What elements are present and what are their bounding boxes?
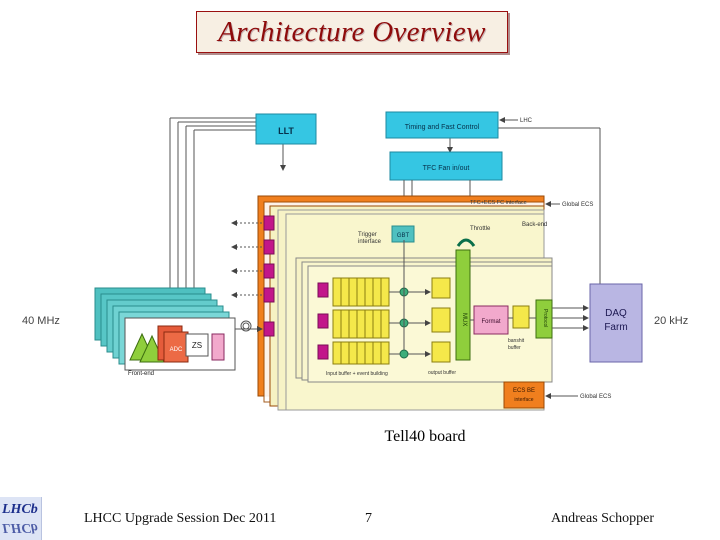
lhcb-logo: LHCb LHCb [0, 497, 42, 540]
global-ecs-bottom-label: Global ECS [580, 394, 611, 400]
timing-fast-control-block: Timing and Fast Control [385, 111, 499, 139]
global-ecs-top-label: Global ECS [562, 202, 593, 208]
tfc-ecs-fc-label: TFC+ECS FC interface [470, 200, 527, 206]
footer-page-number: 7 [365, 511, 372, 526]
timing-label: Timing and Fast Control [405, 124, 480, 131]
lhc-label: LHC [520, 118, 533, 124]
banshit-label-1: banshit [508, 338, 525, 344]
mux-label: MUX [461, 313, 467, 326]
gbt-block: GBT [391, 225, 415, 243]
trigger-interface-label-1: Trigger [358, 232, 377, 238]
input-buffer-label: Input buffer + event building [326, 371, 388, 377]
daq-label-1: DAQ [605, 308, 627, 319]
input-link-stubs [263, 215, 275, 337]
daq-label-2: Farm [604, 322, 627, 333]
llt-block: LLT [255, 113, 317, 145]
logo-text-bottom: LHCb [2, 520, 38, 535]
format-label: Format [481, 319, 500, 325]
adc-label: ADC [170, 347, 183, 353]
rate-out-label: 20 kHz [654, 315, 688, 327]
front-end-label: Front-end [128, 371, 154, 377]
front-end-boards: ADC ZS Front-end [94, 287, 236, 377]
daq-farm-block: DAQ Farm [589, 283, 643, 363]
ecs-be-label-2: interface [514, 397, 533, 403]
tfc-fan-label: TFC Fan in/out [423, 165, 470, 172]
ecs-be-interface-block: ECS BE interface [503, 381, 545, 409]
format-block: Format [473, 305, 509, 335]
output-buffer-label: output buffer [428, 370, 456, 376]
zs-label: ZS [192, 341, 202, 350]
footer-author: Andreas Schopper [551, 511, 655, 526]
back-end-label: Back-end [522, 222, 547, 228]
title-box: Architecture Overview [196, 11, 508, 53]
architecture-diagram: LLT Timing and Fast Control LHC TFC Fan … [22, 111, 688, 411]
footer-session: LHCC Upgrade Session Dec 2011 [84, 511, 277, 526]
tfc-fan-block: TFC Fan in/out [389, 151, 503, 181]
mux-block: MUX [455, 249, 471, 361]
protocol-block: Protocol [535, 299, 553, 339]
banshit-label-2: buffer [508, 345, 521, 351]
throttle-label: Throttle [470, 226, 491, 232]
llt-label: LLT [278, 126, 294, 136]
trigger-interface-label-2: interface [358, 239, 382, 245]
diagram-caption: Tell40 board [384, 428, 466, 445]
input-buffers [332, 277, 390, 365]
feedback-lines [169, 117, 601, 300]
rate-in-label: 40 MHz [22, 315, 60, 327]
protocol-label: Protocol [542, 309, 548, 327]
output-buffers [431, 277, 451, 363]
slide-title: Architecture Overview [218, 15, 486, 48]
ecs-be-label-1: ECS BE [513, 388, 535, 394]
gbt-label: GBT [397, 233, 410, 239]
logo-text-top: LHCb [2, 502, 38, 517]
